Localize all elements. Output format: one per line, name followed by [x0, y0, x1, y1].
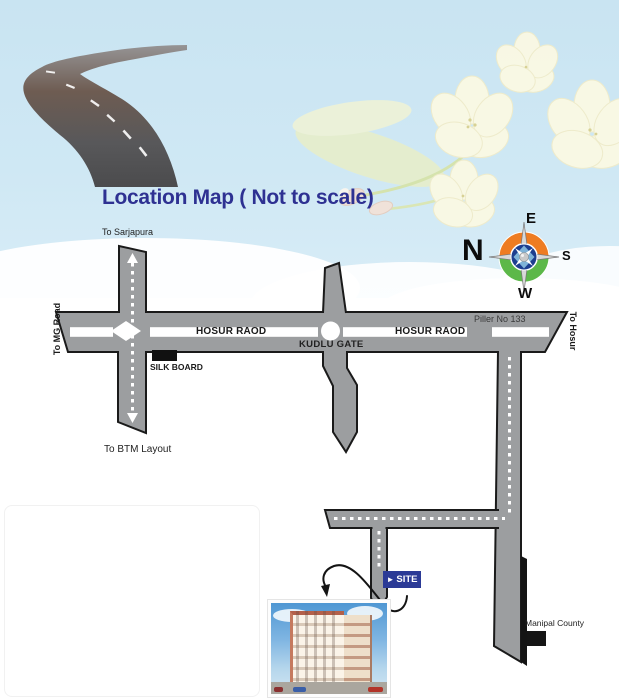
label-silk-board: SILK BOARD [150, 362, 203, 372]
blossom-illustration [292, 31, 619, 228]
label-manipal-county: Manipal County [525, 618, 585, 628]
label-hosur-road-left: HOSUR RAOD [196, 326, 267, 337]
label-to-sarjapura: To Sarjapura [102, 227, 154, 237]
site-badge: ► SITE [383, 571, 421, 588]
compass-west-label: W [518, 285, 533, 302]
car [293, 687, 306, 692]
label-to-btm-layout: To BTM Layout [104, 444, 172, 455]
building-side-wall [340, 614, 372, 687]
site-badge-label: SITE [396, 574, 418, 585]
car [274, 687, 283, 692]
manipal-county-marker [527, 631, 546, 646]
site-pointer-arrow [321, 564, 408, 613]
winding-road-illustration [23, 45, 188, 187]
site-building-photo [268, 600, 390, 697]
kudlu-road-upper [322, 261, 347, 314]
label-to-mg-road: To MG Road [52, 302, 62, 356]
label-to-hosur: To Hosur [568, 311, 578, 351]
hosur-side-road [492, 350, 522, 664]
building-windows [289, 611, 341, 687]
label-hosur-road-right: HOSUR RAOD [395, 326, 466, 337]
compass-east-label: E [526, 210, 537, 227]
silk-board-marker [152, 350, 177, 361]
building-illustration [271, 603, 387, 694]
compass-rose [488, 221, 560, 293]
kudlu-road-lower [322, 351, 358, 454]
compass-north-label: N [462, 234, 484, 267]
road-markings [70, 253, 549, 571]
road-shadow-edge [521, 556, 527, 666]
kudlu-gate-junction-circle [321, 321, 340, 341]
junction-patch [372, 526, 386, 531]
page-title: Location Map ( Not to scale) [102, 186, 374, 209]
building-ground [271, 682, 387, 694]
label-piller-no-133: Piller No 133 [474, 314, 526, 324]
branch-road [323, 509, 499, 529]
car [368, 687, 383, 692]
horizon [0, 298, 619, 310]
building-front-wall [289, 611, 344, 691]
blank-card [4, 505, 260, 697]
site-arrow-icon: ► [386, 574, 395, 584]
label-kudlu-gate: KUDLU GATE [299, 339, 364, 350]
compass-south-label: S [562, 248, 571, 263]
